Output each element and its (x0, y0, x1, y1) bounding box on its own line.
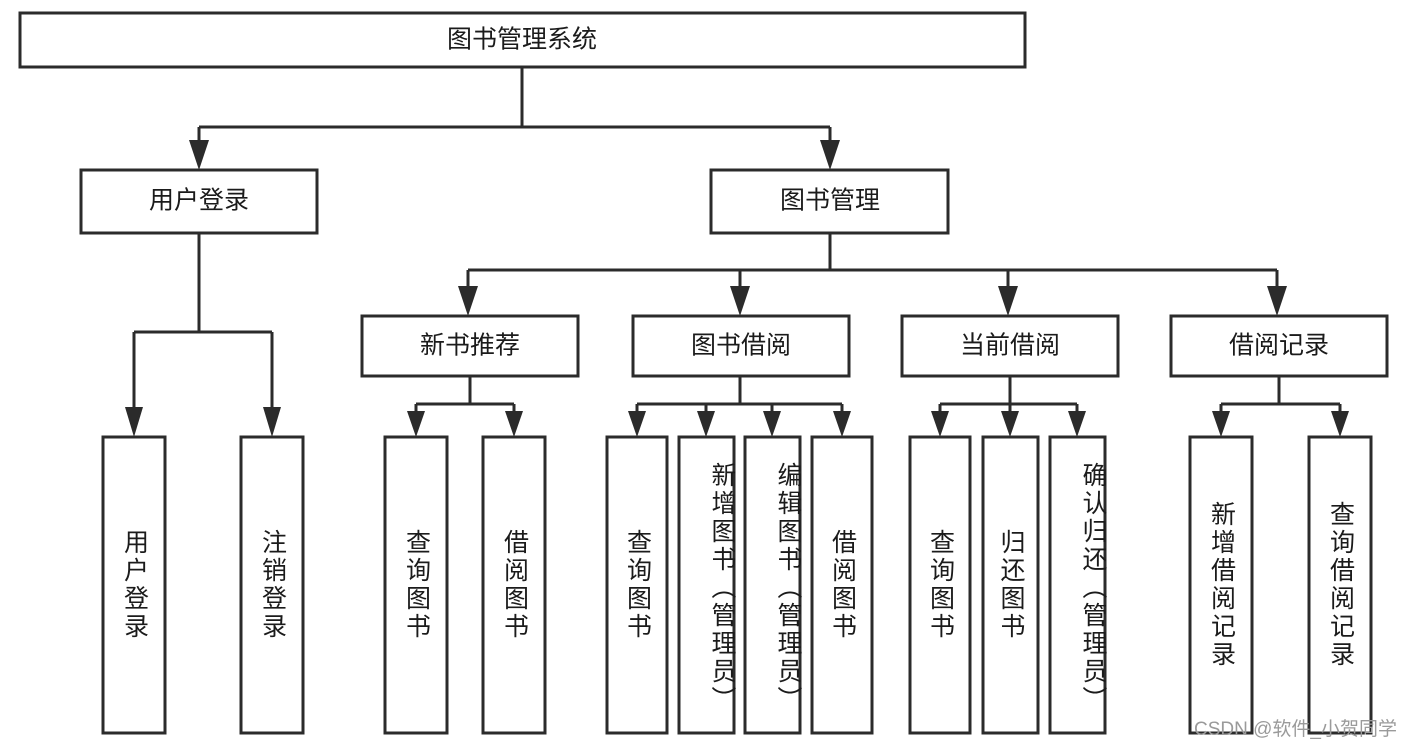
csdn-watermark: CSDN @软件_小贺同学 (1194, 719, 1397, 740)
node-new-book-recommend-box[interactable] (360, 314, 580, 378)
node-book-borrow-label: 图书借阅 (691, 332, 791, 360)
arrow-head-leaf-query-book-borrow (628, 411, 646, 437)
node-book-manage-label: 图书管理 (780, 187, 880, 215)
connector-group-current-borrow-to-leaves (931, 376, 1086, 437)
node-new-book-recommend[interactable]: 新书推荐 (360, 314, 580, 378)
node-book-manage-box[interactable] (709, 168, 950, 235)
node-leaf-add-book-box[interactable] (677, 435, 736, 735)
node-root-box[interactable] (18, 11, 1027, 69)
arrow-head-leaf-query-book-current (931, 411, 949, 437)
node-leaf-user-login-box[interactable] (101, 435, 167, 735)
node-book-borrow[interactable]: 图书借阅 (631, 314, 851, 378)
connector-group-borrow-record-to-leaves (1212, 376, 1349, 437)
node-leaf-edit-book-box[interactable] (743, 435, 802, 735)
node-leaf-borrow-book-box[interactable] (810, 435, 874, 735)
arrow-head-leaf-borrow-book-rec (505, 411, 523, 437)
arrow-head-leaf-user-login (125, 407, 143, 437)
node-book-manage[interactable]: 图书管理 (709, 168, 950, 235)
node-leaf-query-book-current-box[interactable] (908, 435, 972, 735)
node-leaf-add-record-box[interactable] (1188, 435, 1254, 735)
node-current-borrow-label: 当前借阅 (960, 332, 1060, 360)
arrow-head-current-borrow (998, 286, 1018, 316)
node-borrow-record[interactable]: 借阅记录 (1169, 314, 1389, 378)
node-leaf-borrow-book-rec-box[interactable] (481, 435, 547, 735)
arrow-head-leaf-edit-book (763, 411, 781, 437)
arrow-head-leaf-add-record (1212, 411, 1230, 437)
node-new-book-recommend-label: 新书推荐 (420, 332, 520, 360)
arrow-head-leaf-logout (263, 407, 281, 437)
node-borrow-record-label: 借阅记录 (1229, 332, 1329, 360)
arrow-head-leaf-query-book-rec (407, 411, 425, 437)
node-user-login-label: 用户登录 (149, 187, 249, 215)
node-leaf-query-book-borrow-box[interactable] (605, 435, 669, 735)
arrow-head-user-login (189, 140, 209, 170)
arrow-head-book-borrow (730, 286, 750, 316)
connector-group-user-login-to-leaves (125, 233, 281, 437)
connector-group-book-manage-to-level3 (458, 233, 1287, 316)
connector-group-root-to-level2 (189, 67, 840, 170)
node-book-borrow-box[interactable] (631, 314, 851, 378)
node-leaf-query-book-rec-box[interactable] (383, 435, 449, 735)
arrow-head-leaf-query-record (1331, 411, 1349, 437)
arrow-head-leaf-add-book (697, 411, 715, 437)
node-borrow-record-box[interactable] (1169, 314, 1389, 378)
node-user-login[interactable]: 用户登录 (79, 168, 319, 235)
node-root-label: 图书管理系统 (447, 26, 597, 54)
arrow-head-book-manage (820, 140, 840, 170)
node-current-borrow-box[interactable] (900, 314, 1120, 378)
node-leaf-confirm-return-box[interactable] (1048, 435, 1107, 735)
arrow-head-leaf-return-book (1001, 411, 1019, 437)
node-leaf-return-book-box[interactable] (981, 435, 1040, 735)
node-leaf-query-record-box[interactable] (1307, 435, 1373, 735)
node-leaf-logout-box[interactable] (239, 435, 305, 735)
connector-group-new-book-recommend-to-leaves (407, 376, 523, 437)
arrow-head-new-book-recommend (458, 286, 478, 316)
arrow-head-leaf-confirm-return (1068, 411, 1086, 437)
connector-group-book-borrow-to-leaves (628, 376, 851, 437)
arrow-head-borrow-record (1267, 286, 1287, 316)
node-user-login-box[interactable] (79, 168, 319, 235)
arrow-head-leaf-borrow-book (833, 411, 851, 437)
node-current-borrow[interactable]: 当前借阅 (900, 314, 1120, 378)
node-root[interactable]: 图书管理系统 (18, 11, 1027, 69)
